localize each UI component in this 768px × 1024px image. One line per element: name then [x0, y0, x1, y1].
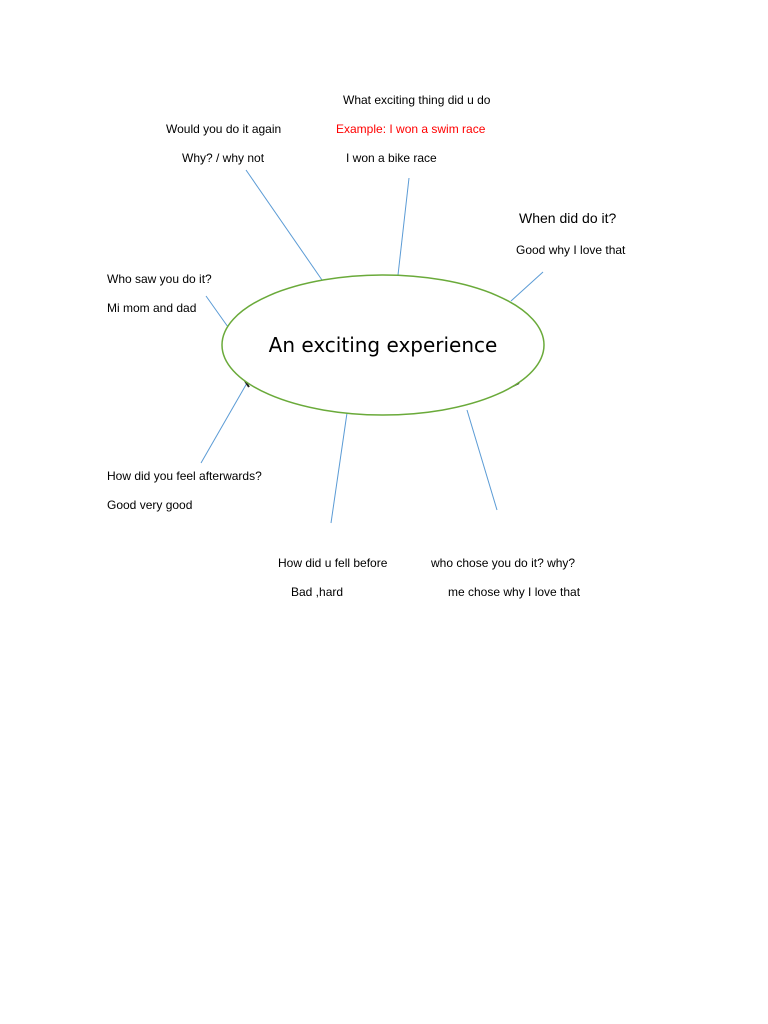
what-answer: I won a bike race	[346, 151, 437, 165]
center-label: An exciting experience	[268, 333, 498, 357]
when-question: When did do it?	[519, 210, 617, 226]
spoke-after	[200, 382, 248, 464]
when-answer: Good why I love that	[516, 243, 626, 257]
saw-question: Who saw you do it?	[107, 272, 212, 286]
spoke-when	[510, 271, 544, 302]
before-question: How did u fell before	[278, 556, 388, 570]
what-example: Example: I won a swim race	[336, 122, 486, 136]
what-question: What exciting thing did u do	[343, 93, 491, 107]
spoke-chose	[466, 409, 498, 511]
chose-question: who chose you do it? why?	[431, 556, 576, 570]
spoke-what	[397, 177, 410, 276]
chose-answer: me chose why I love that	[448, 585, 581, 599]
again-question: Would you do it again	[166, 122, 282, 136]
spoke-before	[330, 412, 348, 524]
spoke-saw	[205, 295, 229, 328]
center-ellipse	[221, 274, 545, 416]
after-question: How did you feel afterwards?	[107, 469, 262, 483]
after-answer: Good very good	[107, 498, 193, 512]
again-answer: Why? / why not	[182, 151, 265, 165]
before-answer: Bad ,hard	[291, 585, 344, 599]
spoke-again	[245, 169, 323, 281]
saw-answer: Mi mom and dad	[107, 301, 197, 315]
